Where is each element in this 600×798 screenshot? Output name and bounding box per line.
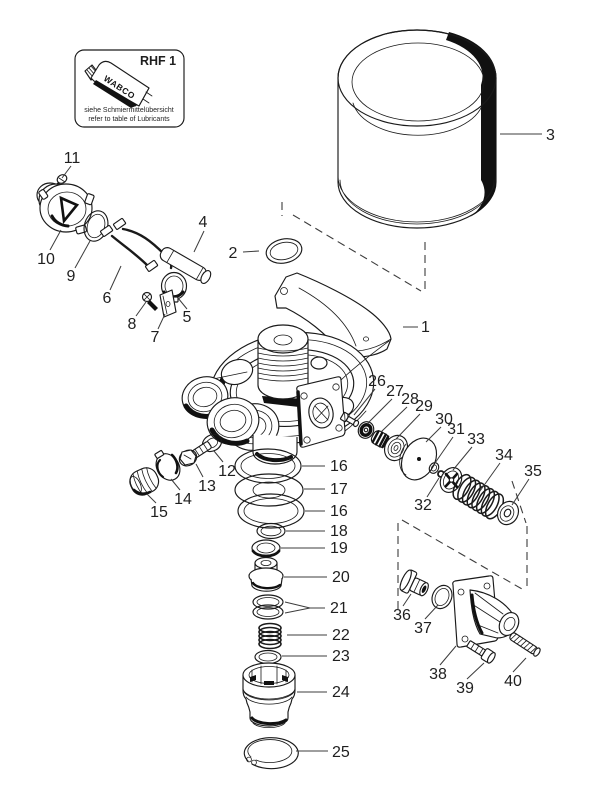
- callout-15: 15: [150, 504, 168, 521]
- callout-3: 3: [546, 127, 555, 144]
- callout-2: 2: [229, 245, 238, 262]
- part-3-desiccant-cartridge: [337, 29, 497, 229]
- callout-19: 19: [330, 540, 348, 557]
- callout-11: 11: [64, 150, 81, 167]
- part-38-exhaust-cover: [452, 575, 520, 648]
- callout-9: 9: [67, 268, 76, 285]
- part-1-dryer-housing: [181, 272, 392, 465]
- part-4-heater-cartridge: [159, 247, 212, 284]
- callout-16a: 16: [330, 458, 348, 475]
- part-7-bracket: [159, 289, 177, 318]
- callout-21: 21: [330, 600, 348, 617]
- callout-8: 8: [128, 316, 137, 333]
- callout-33: 33: [467, 431, 485, 448]
- part-19-seal-ring: [251, 539, 281, 558]
- callout-28: 28: [401, 391, 419, 408]
- callout-10: 10: [37, 251, 55, 268]
- part-35-washer: [496, 500, 520, 526]
- callout-12: 12: [218, 463, 236, 480]
- part-26-pin-screw: [339, 411, 360, 428]
- part-21-o-rings: [252, 594, 284, 620]
- callout-labels: 11 10 9 6 8 7 5 4 2 3 1 12 13 14 15 16 1…: [37, 127, 555, 761]
- callout-26: 26: [368, 373, 386, 390]
- callout-7: 7: [151, 329, 160, 346]
- part-27-valve-seal: [357, 421, 375, 439]
- part-36-bushing: [399, 569, 429, 597]
- part-6-cable: [100, 217, 173, 272]
- part-22-spring: [258, 622, 282, 650]
- part-14-valve-disc: [154, 449, 181, 481]
- callout-17: 17: [330, 481, 348, 498]
- part-23-o-ring: [254, 649, 282, 665]
- callout-36: 36: [393, 607, 411, 624]
- callout-40: 40: [504, 673, 522, 690]
- part-30-diaphragm-disc: [399, 437, 438, 481]
- callout-23: 23: [332, 648, 350, 665]
- callout-35: 35: [524, 463, 542, 480]
- part-8-screw: [141, 291, 158, 311]
- callout-32: 32: [414, 497, 432, 514]
- callout-4: 4: [199, 214, 208, 231]
- lubricant-caption-en: refer to table of Lubricants: [88, 116, 170, 123]
- callout-24: 24: [332, 684, 350, 701]
- part-37-o-ring: [431, 584, 453, 610]
- callout-34: 34: [495, 447, 513, 464]
- callout-39: 39: [456, 680, 474, 697]
- part-24-piston: [242, 662, 296, 729]
- callout-18: 18: [330, 523, 348, 540]
- callout-16b: 16: [330, 503, 348, 520]
- part-16a-o-ring: [234, 448, 302, 484]
- callout-14: 14: [174, 491, 192, 508]
- part-33-valve-plate: [439, 467, 463, 493]
- lubricant-note-box: WABCO RHF 1 siehe Schmiermittelübersicht…: [74, 49, 185, 128]
- part-18-o-ring: [256, 522, 286, 540]
- callout-30: 30: [435, 411, 453, 428]
- callout-25: 25: [332, 744, 350, 761]
- leader-lines: [49, 133, 542, 752]
- part-10-cover: [36, 182, 95, 235]
- part-40-long-bolt: [509, 632, 541, 657]
- part-16b-o-ring: [237, 493, 305, 529]
- lubricant-code-label: RHF 1: [140, 54, 176, 68]
- part-31-small-ring: [428, 462, 440, 474]
- part-2-sealing-ring: [265, 238, 303, 264]
- callout-1: 1: [421, 319, 430, 336]
- callout-5: 5: [183, 309, 192, 326]
- callout-6: 6: [103, 290, 112, 307]
- callout-13: 13: [198, 478, 216, 495]
- part-17-flat-ring: [234, 473, 304, 507]
- part-20-valve-piston: [248, 556, 284, 592]
- callout-31: 31: [447, 421, 465, 438]
- part-13-valve-screw: [178, 441, 212, 467]
- lubricant-caption-de: siehe Schmiermittelübersicht: [84, 107, 174, 114]
- callout-38: 38: [429, 666, 447, 683]
- callout-37: 37: [414, 620, 432, 637]
- callout-27: 27: [386, 383, 404, 400]
- part-15-threaded-plug: [129, 467, 160, 496]
- part-25-snap-ring: [243, 737, 299, 770]
- part-28-small-spring: [370, 430, 390, 449]
- callout-29: 29: [415, 398, 433, 415]
- part-39-bolt: [466, 640, 496, 664]
- callout-22: 22: [332, 627, 350, 644]
- callout-20: 20: [332, 569, 350, 586]
